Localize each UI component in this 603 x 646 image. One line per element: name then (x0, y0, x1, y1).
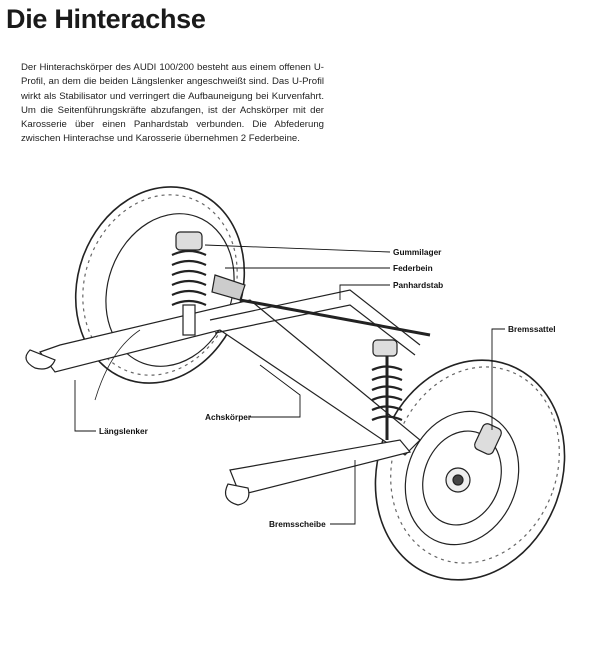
label-bremssattel: Bremssattel (508, 324, 556, 334)
label-achskoerper: Achskörper (205, 412, 252, 422)
left-strut (171, 231, 246, 336)
brake-disc (422, 430, 502, 526)
brake-caliper (474, 423, 502, 455)
label-laengslenker: Längslenker (99, 426, 148, 436)
page-title: Die Hinterachse (6, 4, 206, 34)
label-panhardstab: Panhardstab (393, 280, 444, 290)
label-federbein: Federbein (393, 263, 433, 273)
axle-beam (25, 289, 421, 506)
intro-paragraph: Der Hinterachskörper des AUDI 100/200 be… (21, 62, 324, 145)
label-gummilager: Gummilager (393, 247, 442, 257)
right-wheel (374, 359, 566, 581)
right-strut (371, 339, 403, 440)
leader-lines (74, 244, 505, 525)
label-bremsscheibe: Bremsscheibe (269, 519, 326, 529)
panhard-rod (239, 298, 431, 337)
